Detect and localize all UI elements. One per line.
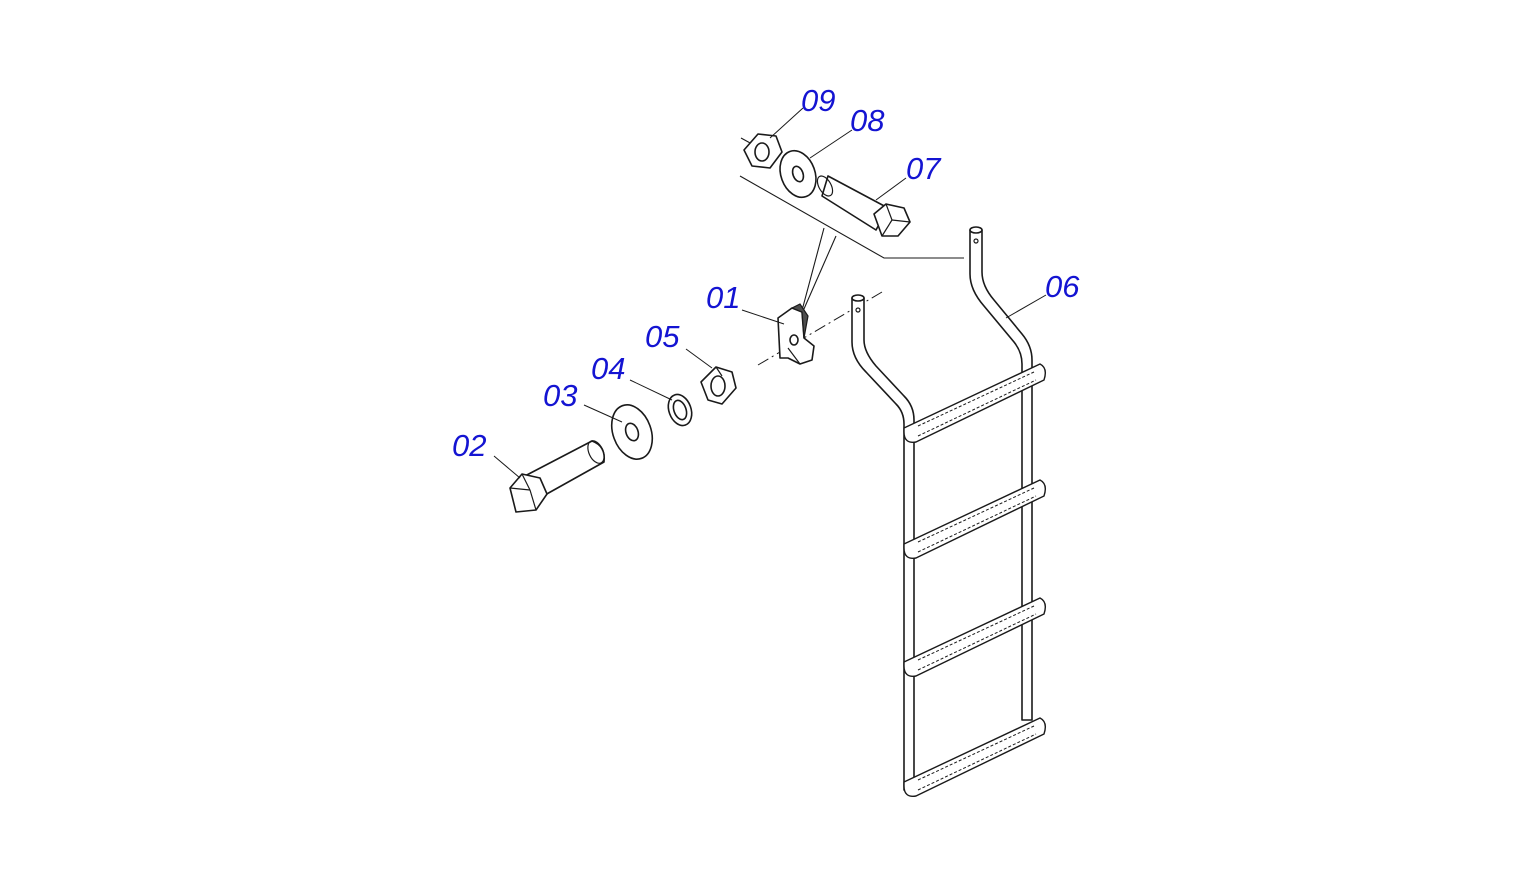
flat-washer-icon: [610, 404, 654, 460]
ladder-tread: [903, 479, 1047, 559]
callout-08: 08: [850, 103, 885, 138]
callout-04: 04: [591, 351, 626, 386]
ladder-tread: [903, 363, 1047, 443]
callout-07: 07: [906, 151, 941, 186]
hex-nut-icon: [743, 133, 783, 169]
leader-lines: [493, 107, 1047, 479]
spring-washer-icon: [667, 393, 693, 427]
callout-05: 05: [645, 319, 680, 354]
callout-03: 03: [543, 378, 578, 413]
flat-washer-icon: [779, 149, 817, 199]
callout-09: 09: [801, 83, 836, 118]
callout-02: 02: [452, 428, 487, 463]
detail-frame: [739, 137, 964, 319]
ladder-tread: [903, 597, 1047, 677]
hex-nut-icon: [700, 366, 737, 405]
hex-bolt-icon: [509, 440, 606, 513]
hex-bolt-icon: [816, 175, 911, 237]
bracket-icon: [777, 303, 815, 365]
callout-01: 01: [706, 280, 741, 315]
ladder-tread: [903, 717, 1047, 797]
ladder-icon: [851, 226, 1047, 797]
callout-06: 06: [1045, 269, 1080, 304]
